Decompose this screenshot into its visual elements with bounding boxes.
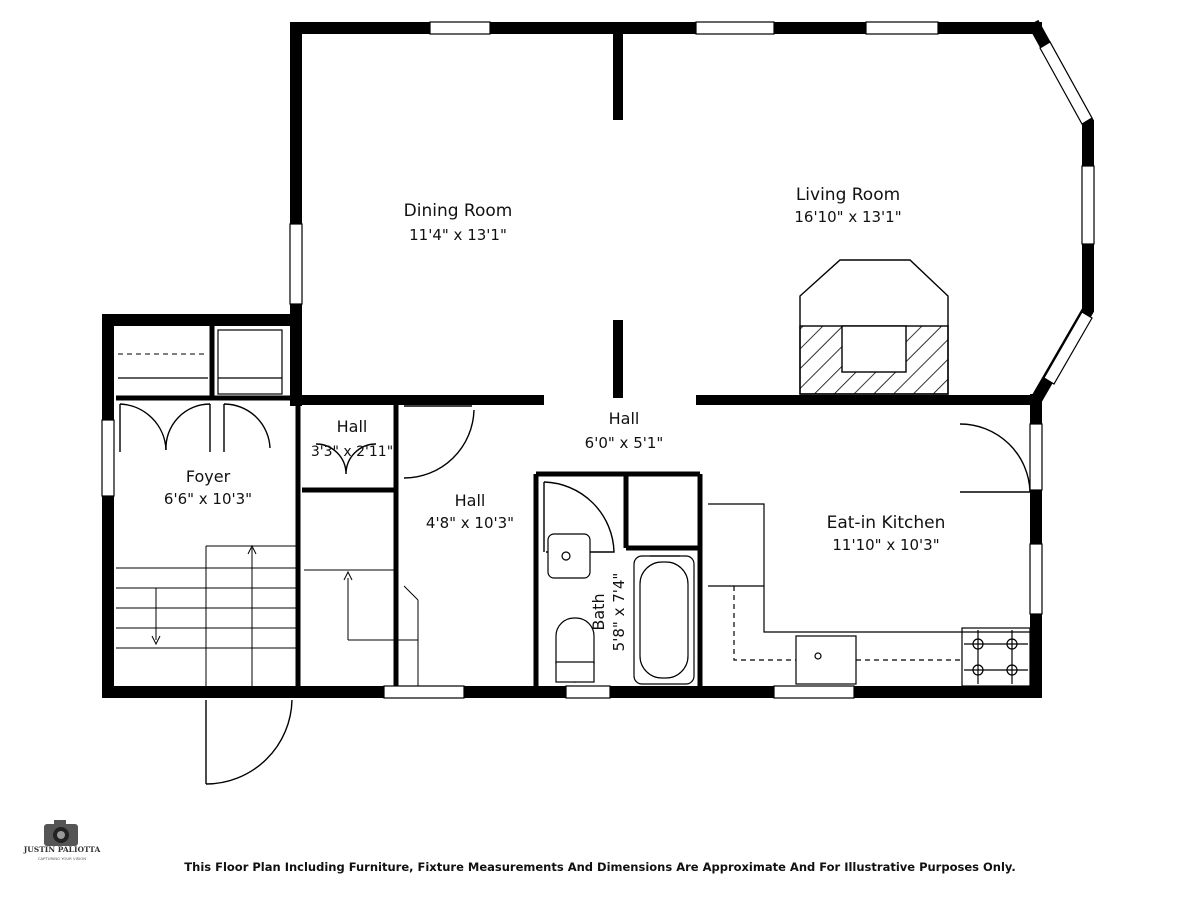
disclaimer: This Floor Plan Including Furniture, Fix… <box>184 860 1016 874</box>
room-name-hall-small: Hall <box>337 417 368 436</box>
logo-tagline: CAPTURING YOUR VISION <box>38 856 86 861</box>
room-dims-living: 16'10" x 13'1" <box>794 208 901 226</box>
room-name-living: Living Room <box>796 185 900 205</box>
room-dims-dining: 11'4" x 13'1" <box>409 226 507 244</box>
door-swings <box>119 403 1031 785</box>
room-name-foyer: Foyer <box>186 467 231 486</box>
room-name-dining: Dining Room <box>404 201 513 221</box>
room-dims-hall-center: 6'0" x 5'1" <box>585 434 664 452</box>
fireplace <box>799 259 949 395</box>
room-name-hall-mid: Hall <box>455 491 486 510</box>
room-dims-hall-small: 3'3" x 2'11" <box>311 444 393 460</box>
logo: JUSTIN PALIOTTA CAPTURING YOUR VISION <box>23 820 101 861</box>
logo-name: JUSTIN PALIOTTA <box>23 845 101 854</box>
room-name-hall-center: Hall <box>609 409 640 428</box>
room-dims-kitchen: 11'10" x 10'3" <box>832 536 939 554</box>
interior-walls <box>291 34 1036 405</box>
interior-thin-walls <box>116 322 703 692</box>
foyer-stairs <box>116 544 419 686</box>
windows <box>101 21 1095 699</box>
room-name-kitchen: Eat-in Kitchen <box>827 513 946 533</box>
room-dims-foyer: 6'6" x 10'3" <box>164 490 252 508</box>
kitchen-fixtures <box>708 503 1031 687</box>
bath-fixtures <box>547 533 695 685</box>
room-dims-hall-mid: 4'8" x 10'3" <box>426 514 514 532</box>
room-labels: Dining Room 11'4" x 13'1" Living Room 16… <box>164 185 945 651</box>
room-name-bath: Bath <box>589 593 608 630</box>
closet-boxes <box>118 329 283 395</box>
camera-icon <box>44 820 78 846</box>
room-dims-bath: 5'8" x 7'4" <box>610 573 628 652</box>
